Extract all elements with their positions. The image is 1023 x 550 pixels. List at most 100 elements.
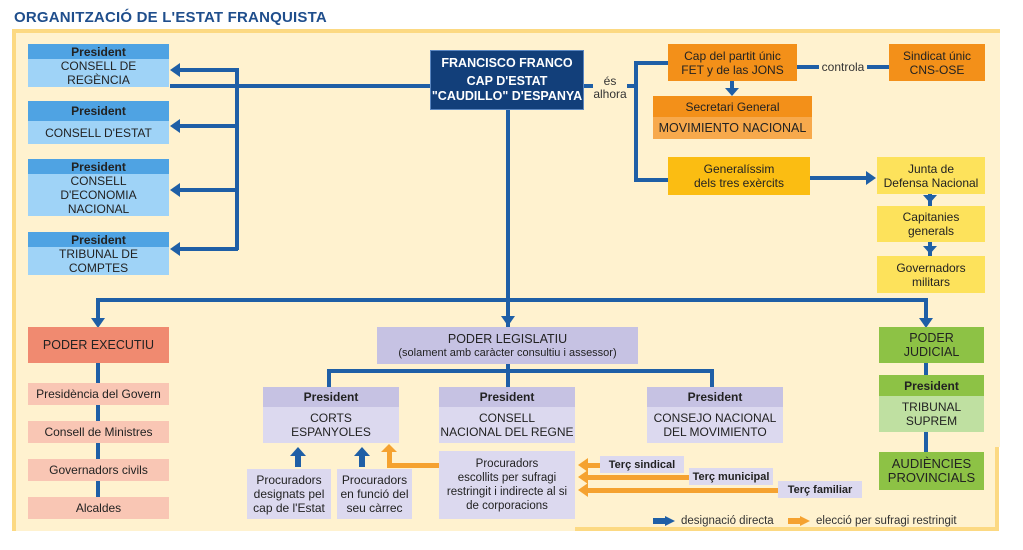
alhora-label: alhora xyxy=(593,87,627,101)
council-comptes: President TRIBUNAL DE COMPTES xyxy=(28,232,169,275)
connector-line xyxy=(583,84,593,88)
consell-regne-head: President xyxy=(439,387,575,407)
franco-role: CAP D'ESTAT xyxy=(466,74,548,88)
connector-line xyxy=(506,363,510,387)
executive-item: Governadors civils xyxy=(28,459,169,481)
connector-line xyxy=(710,369,714,387)
procuradors-text: restringit i indirecte al si xyxy=(446,486,568,498)
arrowhead-up xyxy=(290,447,306,456)
connector-line xyxy=(810,176,866,180)
connector-line xyxy=(176,247,238,251)
party-box: Cap del partit únic FET y de las JONS xyxy=(668,44,797,81)
arrowhead-down xyxy=(91,318,105,328)
consell-regne-line1: CONSELL xyxy=(478,411,536,425)
procuradors-text: Procuradors xyxy=(475,458,539,470)
procuradors-text: cap de l'Estat xyxy=(253,501,325,515)
audiencies-provincials: AUDIÈNCIES PROVINCIALS xyxy=(879,452,984,490)
procuradors-text: escollits per sufragi xyxy=(457,472,557,484)
arrowhead-left xyxy=(170,119,180,133)
capitanies-line1: Capitanies xyxy=(902,210,960,224)
council-head: President xyxy=(28,159,169,174)
movement-box: Secretari General MOVIMIENTO NACIONAL xyxy=(653,96,812,139)
party-line1: Cap del partit únic xyxy=(684,48,781,63)
council-estat: President CONSELL D'ESTAT xyxy=(28,101,169,144)
consejo-movimiento-box: President CONSEJO NACIONAL DEL MOVIMIENT… xyxy=(647,387,783,443)
procuradors-designats: Procuradors designats pel cap de l'Estat xyxy=(247,469,331,519)
tribunal-suprem-head: President xyxy=(879,375,984,396)
connector-line xyxy=(506,109,510,327)
consejo-movimiento-line1: CONSEJO NACIONAL xyxy=(653,411,777,425)
consejo-movimiento-line2: DEL MOVIMIENTO xyxy=(663,425,767,439)
panel-border-right xyxy=(995,447,999,531)
capitanies-line2: generals xyxy=(907,224,955,238)
connector-line xyxy=(797,65,819,69)
council-name: CONSELL DE REGÈNCIA xyxy=(28,59,169,87)
procuradors-funcio: Procuradors en funció del seu càrrec xyxy=(337,469,412,519)
arrowhead-left-orange xyxy=(578,470,588,484)
generalissim-line1: Generalíssim xyxy=(703,162,775,176)
election-line xyxy=(585,488,778,493)
legend-arrow-orange xyxy=(800,516,810,526)
arrowhead-left-orange xyxy=(578,483,588,497)
judicial-title: PODER JUDICIAL xyxy=(879,327,984,363)
council-economia: President CONSELL D'ECONOMIA NACIONAL xyxy=(28,159,169,216)
controla-label: controla xyxy=(821,60,865,74)
franco-name: FRANCISCO FRANCO xyxy=(441,56,573,70)
governadors-militars-box: Governadors militars xyxy=(877,256,985,293)
arrowhead-right xyxy=(866,171,876,185)
panel-border-bottom xyxy=(575,527,999,531)
connector-line xyxy=(327,369,714,373)
connector-line xyxy=(634,178,668,182)
tribunal-suprem-box: President TRIBUNAL SUPREM xyxy=(879,375,984,432)
judicial-title-line1: PODER xyxy=(909,331,954,345)
generalissim-box: Generalíssim dels tres exèrcits xyxy=(668,157,810,195)
council-head: President xyxy=(28,101,169,121)
franco-title: "CAUDILLO" D'ESPANYA xyxy=(431,89,583,103)
union-line1: Sindicat únic xyxy=(902,48,972,63)
legend-designation: designació directa xyxy=(681,515,774,527)
judicial-title-line2: JUDICIAL xyxy=(903,345,960,359)
procuradors-text: Procuradors xyxy=(341,473,408,487)
movement-name: MOVIMIENTO NACIONAL xyxy=(653,117,812,139)
arrowhead-down xyxy=(923,246,937,254)
procuradors-escollits: Procuradors escollits per sufragi restri… xyxy=(439,451,575,519)
terc-familiar: Terç familiar xyxy=(778,481,862,498)
connector-line xyxy=(924,298,928,320)
legend-election: elecció per sufragi restringit xyxy=(816,515,957,527)
procuradors-text: seu càrrec xyxy=(346,501,403,515)
council-head: President xyxy=(28,44,169,59)
election-line xyxy=(387,450,392,468)
election-line xyxy=(585,475,690,480)
connector-line xyxy=(235,68,239,250)
arrowhead-left xyxy=(170,63,180,77)
corts-head: President xyxy=(263,387,399,407)
arrowhead-left xyxy=(170,242,180,256)
election-line xyxy=(387,463,439,468)
procuradors-text: en funció del xyxy=(340,487,409,501)
corts-line1: CORTS xyxy=(310,411,352,425)
arrowhead-left xyxy=(170,183,180,197)
council-name: TRIBUNAL DE COMPTES xyxy=(28,247,169,275)
audiencies-line2: PROVINCIALS xyxy=(887,470,976,485)
council-head: President xyxy=(28,232,169,247)
consejo-movimiento-head: President xyxy=(647,387,783,407)
union-line2: CNS-OSE xyxy=(909,62,965,77)
procuradors-text: de corporacions xyxy=(466,500,548,512)
council-name: CONSELL D'ECONOMIA NACIONAL xyxy=(28,174,169,216)
procuradors-text: designats pel xyxy=(253,487,325,501)
movement-head: Secretari General xyxy=(653,96,812,117)
legislative-subtitle: (solament amb caràcter consultiu i asses… xyxy=(398,346,617,359)
council-regencia: President CONSELL DE REGÈNCIA xyxy=(28,44,169,87)
arrowhead-down xyxy=(923,195,937,203)
junta-line2: Defensa Nacional xyxy=(883,175,979,190)
arrowhead-down xyxy=(725,88,739,96)
junta-box: Junta de Defensa Nacional xyxy=(877,157,985,194)
connector-line xyxy=(867,65,889,69)
executive-item: Consell de Ministres xyxy=(28,421,169,443)
election-line xyxy=(585,463,600,468)
governadors-militars-line2: militars xyxy=(912,274,950,289)
es-alhora-label: és alhora xyxy=(592,75,628,101)
terc-sindical: Terç sindical xyxy=(600,456,684,473)
corts-line2: ESPANYOLES xyxy=(291,425,371,439)
